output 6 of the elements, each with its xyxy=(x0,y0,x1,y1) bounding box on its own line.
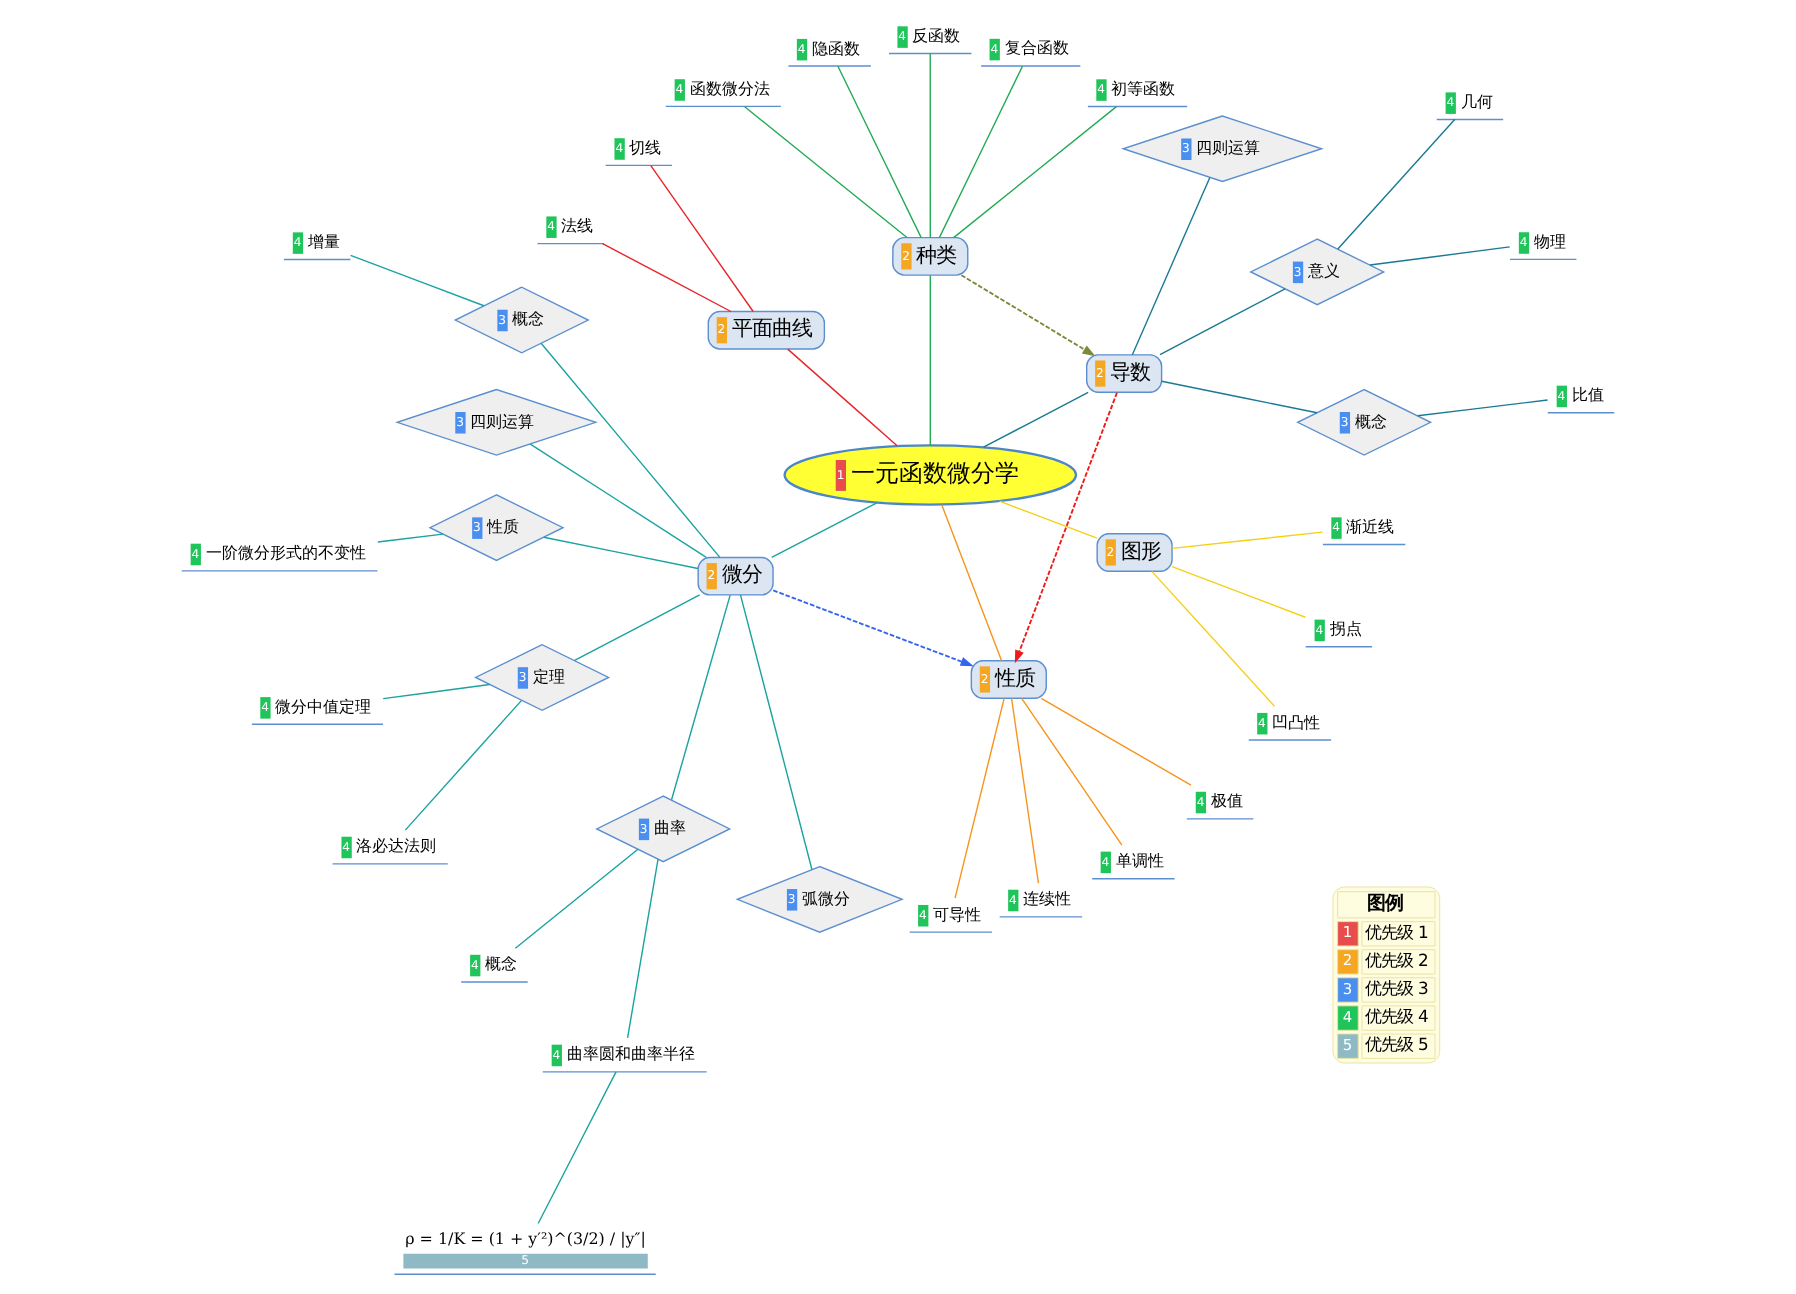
legend-label: 优先级 1 xyxy=(1364,921,1429,942)
label: 图例 xyxy=(1367,892,1404,915)
legend-label: 优先级 3 xyxy=(1364,978,1429,999)
legend-label: 优先级 4 xyxy=(1364,1006,1429,1027)
legend-label: 优先级 5 xyxy=(1364,1034,1429,1055)
legend-label: 优先级 2 xyxy=(1364,950,1429,971)
